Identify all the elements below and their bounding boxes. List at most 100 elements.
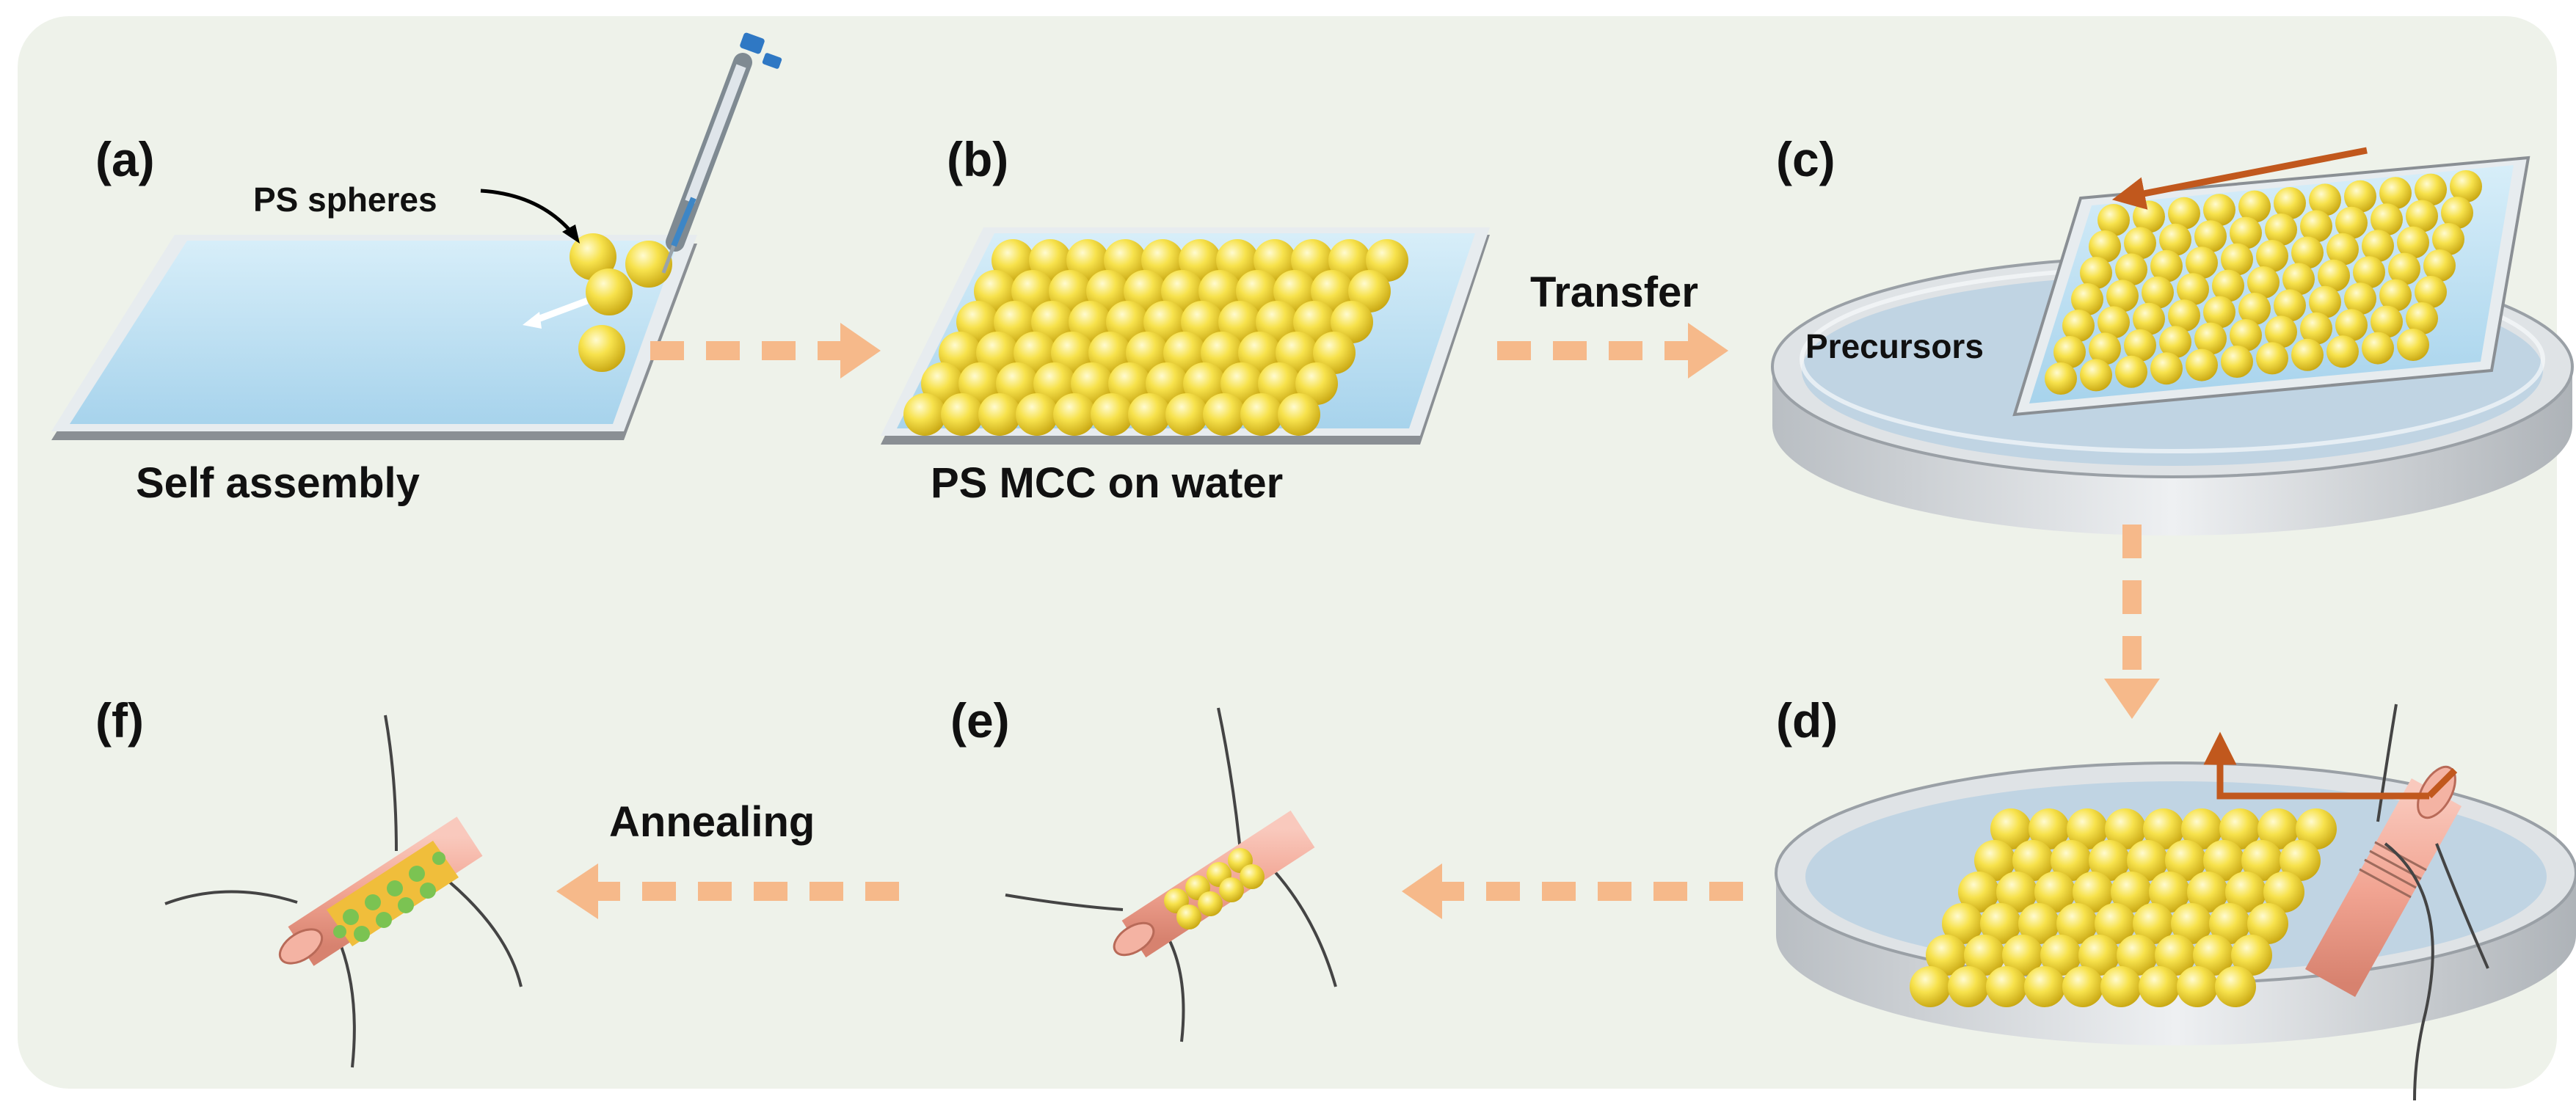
ps-sphere: [1256, 301, 1298, 343]
ps-sphere: [2045, 362, 2077, 395]
ps-sphere: [2379, 279, 2412, 312]
ps-sphere: [2193, 935, 2234, 976]
panel-label-f: (f): [95, 693, 144, 748]
ps-sphere: [1291, 239, 1334, 282]
ps-sphere: [2171, 903, 2212, 944]
ps-sphere: [1278, 393, 1320, 436]
ps-sphere: [2257, 808, 2299, 850]
ps-sphere: [1066, 239, 1109, 282]
ps-sphere: [1086, 270, 1129, 313]
ps-sphere: [1128, 393, 1171, 436]
ps-sphere: [1179, 239, 1221, 282]
ps-sphere: [1328, 239, 1371, 282]
ps-sphere: [958, 362, 1001, 405]
ps-sphere: [1198, 270, 1241, 313]
panel-label-b: (b): [947, 132, 1008, 186]
ps-sphere: [2115, 253, 2147, 286]
ps-sphere: [2282, 263, 2315, 296]
ps-sphere: [2115, 355, 2147, 388]
ps-sphere: [1088, 332, 1131, 374]
ps-sphere: [1091, 393, 1133, 436]
ps-sphere: [2397, 329, 2429, 361]
green-dots-f: [333, 852, 445, 942]
ps-sphere: [2406, 200, 2438, 233]
pipette-icon: [661, 32, 782, 274]
ps-sphere: [1942, 903, 1983, 944]
ps-sphere: [1201, 332, 1243, 374]
ps-sphere: [2230, 319, 2262, 351]
ps-sphere: [1033, 362, 1076, 405]
ps-sphere: [1106, 301, 1149, 343]
ps-sphere: [2221, 243, 2253, 276]
ps-sphere: [974, 270, 1016, 313]
ps-sphere: [2073, 872, 2114, 913]
ps-sphere: [1996, 872, 2037, 913]
ps-sphere: [1220, 362, 1263, 405]
ps-sphere: [2100, 966, 2142, 1007]
ps-sphere: [1254, 239, 1296, 282]
ps-monolayer-b: [903, 239, 1408, 436]
ps-monolayer-c: [2045, 170, 2482, 395]
ps-sphere: [2165, 840, 2206, 881]
ps-sphere: [2335, 206, 2368, 239]
ps-sphere: [2247, 266, 2280, 299]
ps-sphere: [1980, 903, 2021, 944]
ps-sphere: [2300, 312, 2332, 345]
ps-sphere: [2186, 246, 2218, 280]
ps-sphere: [2024, 966, 2065, 1007]
ps-sphere: [1069, 301, 1111, 343]
ps-sphere: [2187, 872, 2228, 913]
ps-sphere: [1986, 966, 2027, 1007]
ps-sphere: [1236, 270, 1278, 313]
pull-direction-arrow-c: [2111, 147, 2368, 210]
ps-sphere: [1163, 332, 1206, 374]
ps-sphere: [1183, 362, 1226, 405]
ps-sphere: [2029, 808, 2070, 850]
ps-sphere: [1964, 935, 2005, 976]
ps-sphere: [1240, 393, 1283, 436]
ps-sphere: [1276, 332, 1318, 374]
arrow-e-to-f: Annealing: [556, 798, 899, 919]
ps-sphere: [1161, 270, 1204, 313]
ps-sphere: [2291, 236, 2324, 269]
ps-sphere: [2067, 808, 2108, 850]
ps-sphere: [2300, 210, 2332, 243]
ps-sphere: [2097, 204, 2130, 236]
ps-sphere: [2265, 315, 2297, 348]
callout-arrow-icon: [480, 189, 574, 235]
ps-sphere: [921, 362, 964, 405]
ps-sphere: [2062, 310, 2095, 342]
ps-sphere: [2181, 808, 2222, 850]
ps-sphere: [1293, 301, 1336, 343]
ps-sphere: [1926, 935, 1967, 976]
ps-sphere: [2230, 216, 2262, 249]
ps-sphere: [2225, 872, 2266, 913]
ps-sphere: [2388, 252, 2420, 285]
ps-sphere: [1108, 362, 1151, 405]
ps-sphere: [2124, 227, 2156, 260]
ps-sphere: [2415, 173, 2447, 206]
ps-sphere: [1948, 966, 1989, 1007]
ps-sphere: [996, 362, 1038, 405]
ps-sphere: [2450, 170, 2482, 202]
ps-sphere: [2238, 190, 2271, 223]
ps-sphere: [2056, 903, 2097, 944]
ps-sphere: [1165, 393, 1208, 436]
panel-d: (d): [1775, 693, 2576, 1101]
ps-sphere: [2256, 342, 2288, 375]
ps-sphere: [2353, 256, 2385, 289]
ps-sphere: [2080, 359, 2112, 392]
ps-spheres-on-tube-e: [1164, 848, 1265, 929]
ps-sphere: [1366, 239, 1408, 282]
ps-sphere: [2309, 285, 2341, 318]
ps-sphere: [2062, 966, 2103, 1007]
ps-sphere: [2397, 226, 2429, 259]
ps-sphere: [2362, 230, 2394, 263]
ps-sphere: [2089, 332, 2121, 365]
ps-sphere: [1331, 301, 1373, 343]
ps-sphere: [1295, 362, 1338, 405]
transfer-label: Transfer: [1530, 268, 1698, 316]
arrow-d-to-e: [1402, 863, 1743, 919]
ps-sphere: [1216, 239, 1259, 282]
ps-sphere: [1016, 393, 1058, 436]
